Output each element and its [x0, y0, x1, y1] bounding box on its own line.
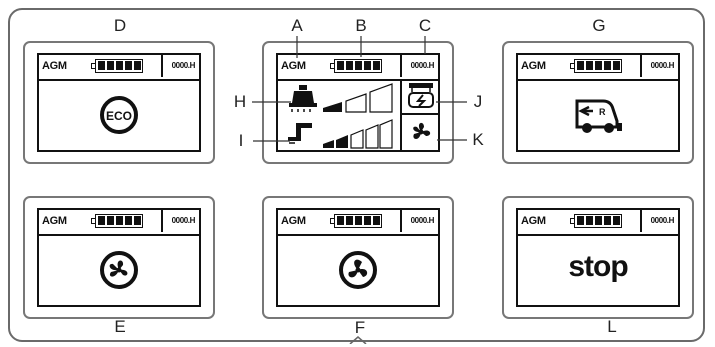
battery-gauge-icon	[91, 59, 143, 73]
label-d: D	[113, 16, 127, 35]
diagram-frame	[8, 8, 705, 342]
hour-meter: 0000.H	[410, 216, 435, 225]
lcd-screen-d: AGM 0000.H ECO	[37, 53, 201, 152]
fan-icon	[413, 122, 431, 139]
stop-text: stop	[568, 250, 628, 283]
fan-circle-icon	[100, 250, 138, 289]
panel-overview: AGM 0000.H	[262, 41, 454, 164]
svg-text:R: R	[599, 107, 606, 117]
panel-d: AGM 0000.H ECO	[23, 41, 215, 164]
battery-type: AGM	[42, 60, 67, 72]
vacuum-level-bars	[323, 119, 393, 149]
label-j: J	[473, 92, 483, 111]
label-h: H	[233, 92, 247, 111]
frame-notch	[349, 336, 367, 344]
label-b: B	[355, 16, 367, 35]
battery-type: AGM	[521, 215, 546, 227]
hour-meter: 0000.H	[650, 216, 675, 225]
label-e: E	[114, 317, 126, 336]
battery-gauge-icon	[330, 214, 382, 228]
brush-pressure-level-bars	[323, 83, 393, 113]
battery-gauge-icon	[570, 59, 622, 73]
status-bar: AGM 0000.H	[278, 210, 438, 236]
battery-type: AGM	[281, 215, 306, 227]
status-bar: AGM 0000.H	[518, 210, 678, 236]
hour-meter: 0000.H	[171, 61, 196, 70]
hour-meter: 0000.H	[171, 216, 196, 225]
panel-e: AGM 0000.H	[23, 196, 215, 319]
lcd-screen-l: AGM 0000.H stop	[516, 208, 680, 307]
squeegee-icon	[288, 123, 312, 144]
label-a: A	[291, 16, 303, 35]
battery-gauge-icon	[330, 59, 382, 73]
eco-icon: ECO	[100, 95, 138, 134]
battery-gauge-icon	[570, 214, 622, 228]
panel-g: AGM 0000.H R	[502, 41, 694, 164]
lcd-screen-e: AGM 0000.H	[37, 208, 201, 307]
hour-meter: 0000.H	[650, 61, 675, 70]
status-bar: AGM 0000.H	[278, 55, 438, 81]
lcd-screen-f: AGM 0000.H	[276, 208, 440, 307]
label-k: K	[472, 130, 484, 149]
label-c: C	[418, 16, 432, 35]
lcd-screen-g: AGM 0000.H R	[516, 53, 680, 152]
eco-text: ECO	[106, 109, 132, 123]
reverse-vehicle-icon: R	[575, 99, 622, 133]
battery-type: AGM	[42, 215, 67, 227]
lcd-screen-overview: AGM 0000.H	[276, 53, 440, 152]
status-bar: AGM 0000.H	[518, 55, 678, 81]
panel-f: AGM 0000.H	[262, 196, 454, 319]
fan-circle-icon	[339, 250, 377, 289]
panel-l: AGM 0000.H stop	[502, 196, 694, 319]
brush-deck-icon	[289, 85, 317, 112]
label-g: G	[592, 16, 606, 35]
hour-meter: 0000.H	[410, 61, 435, 70]
battery-type: AGM	[281, 60, 306, 72]
label-i: I	[238, 131, 244, 150]
status-bar: AGM 0000.H	[39, 210, 199, 236]
battery-charge-icon	[408, 83, 434, 108]
label-f: F	[354, 318, 366, 337]
battery-type: AGM	[521, 60, 546, 72]
battery-gauge-icon	[91, 214, 143, 228]
label-l: L	[607, 317, 617, 336]
status-bar: AGM 0000.H	[39, 55, 199, 81]
